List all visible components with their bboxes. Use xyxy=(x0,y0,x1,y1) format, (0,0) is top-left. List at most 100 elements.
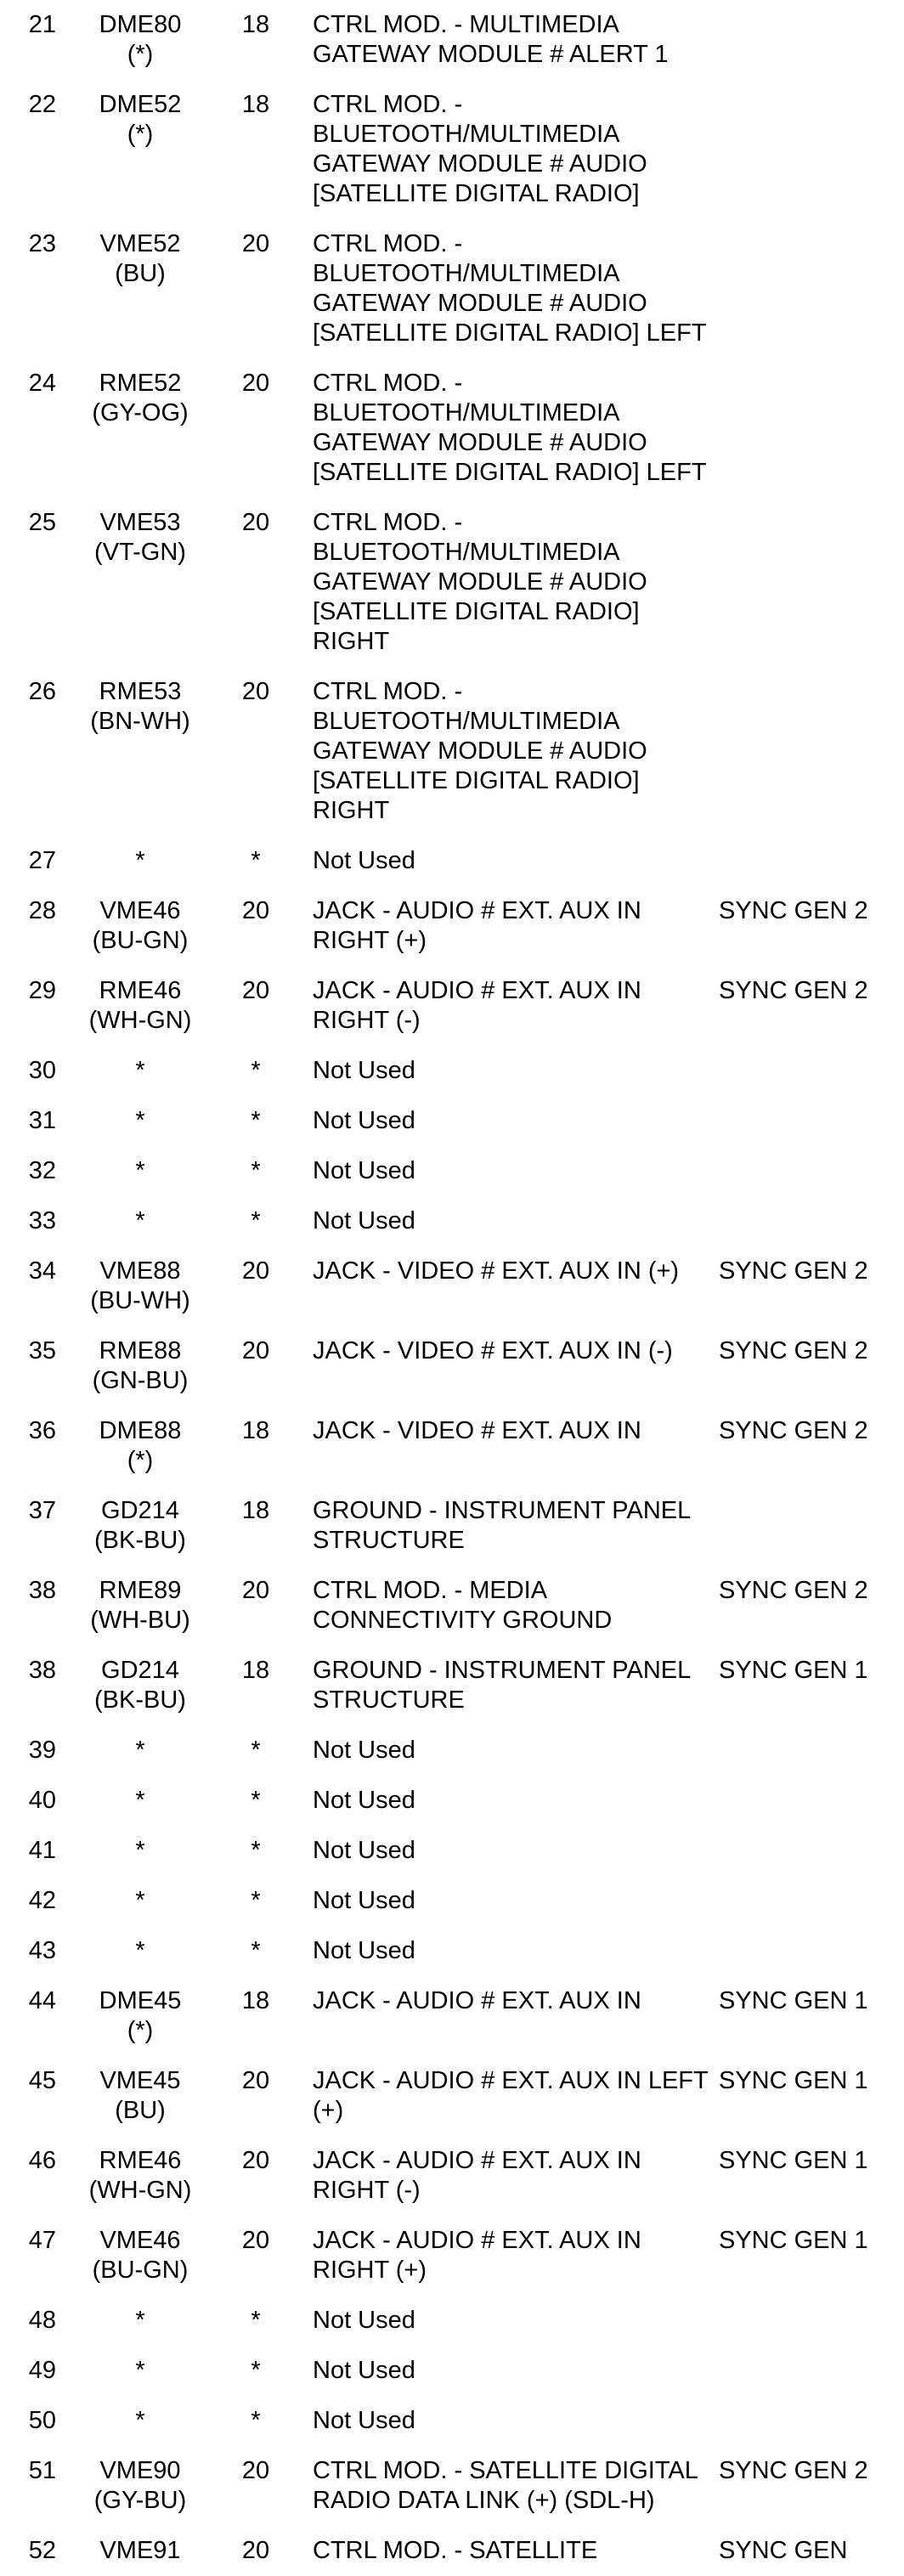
pin-number: 38 xyxy=(28,1577,56,1604)
wire-gauge: 18 xyxy=(241,1987,270,2014)
pin-number: 30 xyxy=(28,1057,56,1084)
pin-option xyxy=(719,2396,904,2446)
pin-function: JACK - AUDIO # EXT. AUX IN LEFT (+) xyxy=(313,2067,709,2124)
pin-option: SYNC GEN 2 xyxy=(719,897,868,924)
circuit-code: * xyxy=(135,2307,145,2334)
pin-function: Not Used xyxy=(313,1787,415,1814)
wire-gauge: * xyxy=(251,1107,261,1134)
wire-gauge: 20 xyxy=(241,1337,270,1364)
circuit-code: RME46 (WH-GN) xyxy=(88,977,192,1034)
table-row: 43**Not Used xyxy=(0,1926,904,1976)
pin-option xyxy=(719,1876,904,1926)
pin-option xyxy=(719,219,904,359)
wire-gauge: * xyxy=(251,2407,261,2434)
table-row: 40**Not Used xyxy=(0,1776,904,1826)
pin-function: CTRL MOD. - BLUETOOTH/MULTIMEDIA GATEWAY… xyxy=(313,678,647,824)
circuit-code: DME52 (*) xyxy=(99,91,182,148)
wire-gauge: 18 xyxy=(241,11,270,38)
pin-function: CTRL MOD. - SATELLITE DIGITAL RADIO DATA… xyxy=(313,2457,698,2514)
pin-option xyxy=(719,2346,904,2396)
pin-number: 24 xyxy=(28,370,56,397)
pin-option xyxy=(719,1826,904,1876)
pin-function: Not Used xyxy=(313,1157,415,1184)
circuit-code: GD214 (BK-BU) xyxy=(94,1497,186,1554)
pin-option xyxy=(719,1196,904,1246)
pin-function: Not Used xyxy=(313,2407,415,2434)
pin-option: SYNC GEN 1 xyxy=(719,2147,868,2174)
circuit-code: * xyxy=(135,847,145,874)
wire-gauge: 20 xyxy=(241,2227,270,2254)
pin-function: Not Used xyxy=(313,847,415,874)
wire-gauge: * xyxy=(251,1787,261,1814)
pin-number: 43 xyxy=(28,1937,56,1964)
circuit-code: * xyxy=(135,1107,145,1134)
pin-number: 49 xyxy=(28,2357,56,2384)
wire-gauge: 18 xyxy=(241,1497,270,1524)
pin-function: Not Used xyxy=(313,1837,415,1864)
table-row: 42**Not Used xyxy=(0,1876,904,1926)
pin-function: Not Used xyxy=(313,1207,415,1234)
pin-function: CTRL MOD. - BLUETOOTH/MULTIMEDIA GATEWAY… xyxy=(313,230,707,347)
pin-function: JACK - VIDEO # EXT. AUX IN (-) xyxy=(313,1337,673,1364)
pin-function: CTRL MOD. - BLUETOOTH/MULTIMEDIA GATEWAY… xyxy=(313,91,647,207)
wire-gauge: 18 xyxy=(241,1657,270,1684)
circuit-code: VME52 (BU) xyxy=(99,230,181,287)
circuit-code: * xyxy=(135,1157,145,1184)
pin-number: 45 xyxy=(28,2067,56,2094)
wire-gauge: * xyxy=(251,1737,261,1764)
pin-number: 22 xyxy=(28,91,56,118)
wire-gauge: * xyxy=(251,1057,261,1084)
circuit-code: * xyxy=(135,2407,145,2434)
circuit-code: RME53 (BN-WH) xyxy=(90,678,190,735)
table-row: 48**Not Used xyxy=(0,2296,904,2346)
table-row: 39**Not Used xyxy=(0,1726,904,1776)
pin-option xyxy=(719,1926,904,1976)
wire-gauge: 20 xyxy=(241,678,270,705)
circuit-code: VME53 (VT-GN) xyxy=(94,509,186,566)
pin-number: 52 xyxy=(28,2537,56,2564)
circuit-code: DME45 (*) xyxy=(99,1987,182,2044)
circuit-code: * xyxy=(135,1837,145,1864)
pin-function: Not Used xyxy=(313,1057,415,1084)
pin-function: CTRL MOD. - MULTIMEDIA GATEWAY MODULE # … xyxy=(313,11,669,68)
wire-gauge: 20 xyxy=(241,230,270,257)
circuit-code: * xyxy=(135,1937,145,1964)
pin-option: SYNC GEN 2 xyxy=(719,1257,868,1285)
pin-option: SYNC GEN 1 xyxy=(719,2067,868,2094)
wire-gauge: 18 xyxy=(241,91,270,118)
pin-function: CTRL MOD. - SATELLITE xyxy=(313,2537,598,2564)
circuit-code: DME88 (*) xyxy=(99,1417,182,1474)
pin-number: 42 xyxy=(28,1887,56,1914)
pin-number: 28 xyxy=(28,897,56,924)
pin-function: JACK - AUDIO # EXT. AUX IN RIGHT (-) xyxy=(313,2147,641,2204)
circuit-code: VME46 (BU-GN) xyxy=(92,2227,189,2284)
pin-option xyxy=(719,1096,904,1146)
table-row: 41**Not Used xyxy=(0,1826,904,1876)
circuit-code: * xyxy=(135,1787,145,1814)
table-row: 31**Not Used xyxy=(0,1096,904,1146)
circuit-code: * xyxy=(135,1737,145,1764)
pin-option xyxy=(719,80,904,219)
table-row: 30**Not Used xyxy=(0,1046,904,1096)
circuit-code: DME80 (*) xyxy=(99,11,182,68)
circuit-code: VME88 (BU-WH) xyxy=(90,1257,190,1314)
pin-number: 44 xyxy=(28,1987,56,2014)
wire-gauge: * xyxy=(251,2357,261,2384)
pin-function: GROUND - INSTRUMENT PANEL STRUCTURE xyxy=(313,1657,691,1714)
circuit-code: VME90 (GY-BU) xyxy=(93,2457,187,2514)
wire-gauge: 20 xyxy=(241,977,270,1004)
